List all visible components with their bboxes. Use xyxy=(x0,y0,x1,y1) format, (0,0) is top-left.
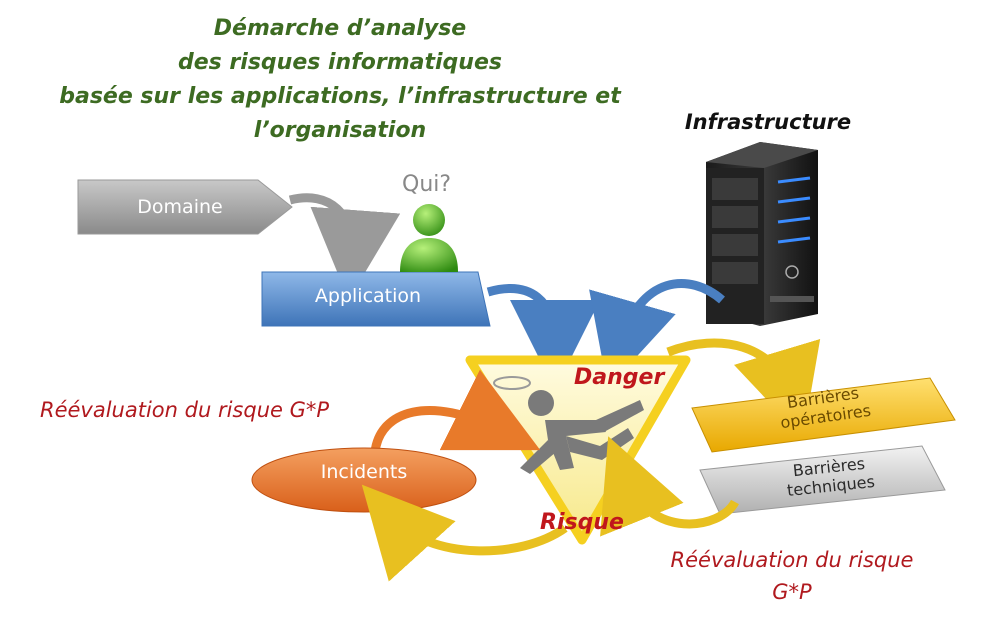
actor-label: Qui? xyxy=(402,172,452,197)
danger-label: Danger xyxy=(574,365,665,390)
diagram-title: Démarche d’analyse des risques informati… xyxy=(40,12,640,148)
reevaluation-note-right-line-2: G*P xyxy=(772,580,812,604)
title-line-2: des risques informatiques xyxy=(178,50,502,75)
domaine-node: Domaine xyxy=(77,179,293,235)
arrow-incidents-to-triangle xyxy=(370,369,541,453)
risque-label: Risque xyxy=(540,510,624,535)
infrastructure-label: Infrastructure xyxy=(684,110,852,134)
application-node: Application xyxy=(261,271,491,327)
domaine-label: Domaine xyxy=(137,196,222,218)
incidents-label: Incidents xyxy=(321,461,408,483)
barrieres-techniques-node: Barrières techniques xyxy=(699,445,946,515)
arrow-domaine-to-application xyxy=(288,193,401,300)
barrieres-operatoires-node: Barrières opératoires xyxy=(691,377,956,453)
incidents-node: Incidents xyxy=(251,447,477,513)
arrow-application-to-danger xyxy=(486,284,600,390)
reevaluation-note-right-line-1: Réévaluation du risque xyxy=(670,548,914,572)
user-icon xyxy=(400,204,458,272)
arrow-danger-to-barrieres-operatoires xyxy=(666,338,821,439)
application-label: Application xyxy=(315,285,421,307)
title-line-3: basée sur les applications, l’infrastruc… xyxy=(59,84,621,109)
arrow-risque-to-incidents xyxy=(361,484,568,582)
reevaluation-note-left: Réévaluation du risque G*P xyxy=(40,398,330,422)
arrow-barrieres-techniques-to-risque xyxy=(600,436,739,537)
title-line-1: Démarche d’analyse xyxy=(213,16,467,41)
arrow-infrastructure-to-danger xyxy=(589,279,725,389)
title-line-4: l’organisation xyxy=(253,118,427,143)
